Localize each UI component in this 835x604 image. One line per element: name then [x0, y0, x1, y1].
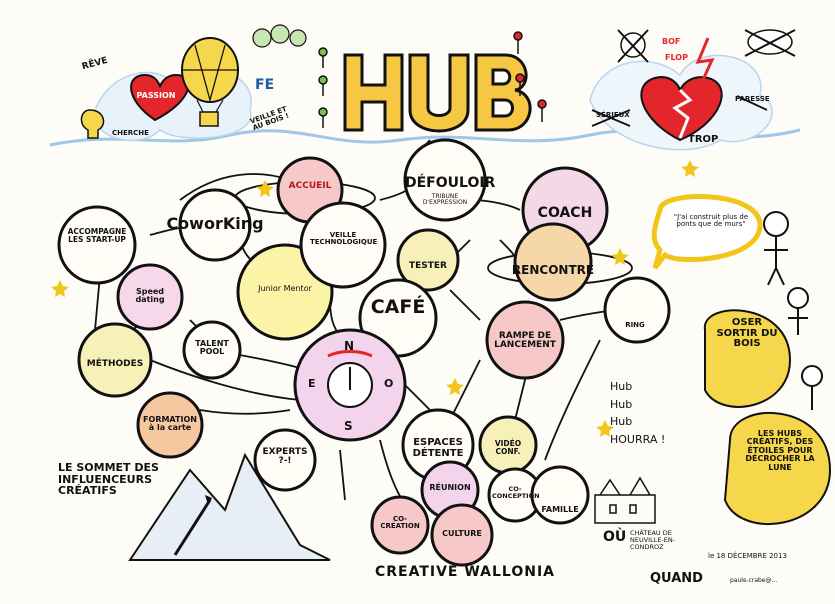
label-accompagne: ACCOMPAGNE LES START-UP [67, 227, 127, 244]
label-reunion: RÉUNION [429, 483, 471, 492]
label-accueil: ACCUEIL [288, 181, 332, 191]
label-ou: OÙ [603, 529, 627, 545]
label-hubs-creatifs: LES HUBS CRÉATIFS, DES ÉTOILES POUR DÉCR… [745, 429, 815, 472]
label-cherche: CHERCHE [112, 129, 149, 137]
label-coach: COACH [537, 205, 593, 221]
label-quote: "J'ai construit plus de ponts que de mur… [673, 213, 749, 229]
label-passion: PASSION [136, 91, 176, 100]
bubble-methodes [77, 322, 153, 398]
label-defouloir: DÉFOULOIR [405, 175, 496, 191]
label-sommet: LE SOMMET DES INFLUENCEURS CRÉATIFS [58, 461, 159, 498]
label-date: le 18 DÉCEMBRE 2013 [708, 552, 787, 560]
bubble-coworking [178, 188, 252, 262]
label-rencontre: RENCONTRE [511, 263, 595, 277]
label-quand: QUAND [650, 571, 703, 586]
bubble-experts [253, 428, 317, 492]
bubble-cocreation [370, 495, 430, 555]
label-defouloir-sub: TRIBUNE D'EXPRESSION [422, 193, 468, 207]
speech-bubble-hubs [723, 412, 832, 525]
label-famille: FAMILLE [541, 505, 579, 514]
bubble-formation [136, 391, 204, 459]
bubble-rencontre [513, 222, 593, 302]
bubble-tester [396, 228, 460, 292]
bubble-accompagne [57, 205, 137, 285]
bubble-defouloir [403, 138, 487, 222]
balloon-basket [199, 111, 219, 127]
label-author: paule.crabe@... [730, 577, 778, 584]
mountain-illustration [128, 452, 331, 561]
bulb-icon [80, 109, 105, 139]
label-talent-pool: TALENT POOL [195, 339, 229, 357]
label-ring: RING [625, 321, 645, 329]
label-hub-hub-hourra: Hub Hub Hub HOURRA ! [610, 380, 666, 446]
bubble-famille [530, 465, 590, 525]
label-tester: TESTER [409, 261, 447, 271]
speech-bubble-oser [703, 309, 792, 408]
label-paresse: PARESSE [735, 95, 770, 103]
people-figures [318, 31, 547, 128]
compass-icon [327, 350, 373, 408]
decorative-stars [51, 160, 699, 437]
label-veille: VEILLE TECHNOLOGIQUE [310, 231, 378, 247]
compass-e: E [308, 377, 316, 390]
lightning-icon [695, 37, 715, 83]
label-speed-dating: Speed dating [135, 287, 165, 305]
bubble-rampe [485, 300, 565, 380]
label-culture: CULTURE [442, 529, 482, 538]
label-video-conf: VIDÉO CONF. [494, 439, 522, 456]
label-serieux: SÉRIEUX [596, 111, 630, 119]
speech-bubble-quote [651, 194, 763, 270]
compass-o: O [384, 377, 394, 390]
trees-icon [252, 24, 307, 48]
stick-figures [763, 211, 823, 410]
castle-icon [594, 476, 656, 524]
label-chateau: CHÂTEAU DE NEUVILLE-EN-CONDROZ [630, 529, 676, 551]
compass-s: S [344, 419, 353, 433]
label-cafe: CAFÉ [370, 296, 426, 318]
bubble-speed-dating [116, 263, 184, 331]
hub-title-letters [343, 53, 532, 133]
bubble-veille [299, 201, 387, 289]
label-flop: FLOP [665, 53, 688, 62]
bubble-talent-pool [182, 320, 242, 380]
label-methodes: MÉTHODES [86, 359, 144, 369]
label-coworking: CoworKing [166, 214, 264, 233]
label-rampe: RAMPE DE LANCEMENT [494, 331, 556, 351]
label-coconception: CO-CONCEPTION [492, 485, 540, 500]
bubble-ring [603, 276, 671, 344]
label-espaces: ESPACES DÉTENTE [412, 437, 464, 459]
label-creative-wallonia: CREATIVE WALLONIA [374, 564, 556, 580]
label-experts: EXPERTS ?-! [262, 447, 308, 467]
label-formation: FORMATION à la carte [143, 415, 197, 433]
label-cocreation: CO-CRÉATION [380, 515, 420, 531]
label-junior-mentor: Junior Mentor [258, 284, 312, 293]
label-oser: OSER SORTIR DU BOIS [716, 317, 778, 349]
label-fe: FE [255, 77, 275, 93]
bubble-culture [430, 503, 494, 567]
compass-n: N [344, 339, 355, 353]
label-trop: TROP [688, 134, 719, 145]
label-bof: BOF [662, 37, 681, 46]
